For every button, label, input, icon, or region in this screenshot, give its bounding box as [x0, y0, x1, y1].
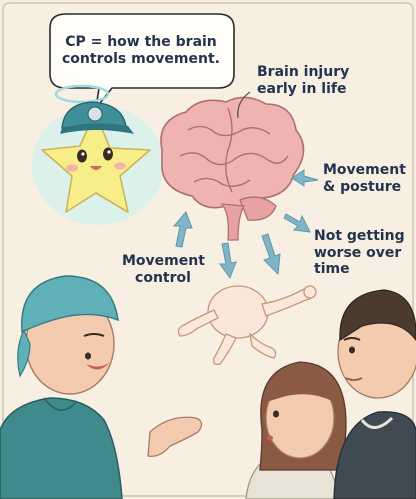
arrow-worse: [284, 214, 310, 232]
arrow-down-left: [220, 243, 236, 278]
label-movement-posture: Movement & posture: [323, 162, 409, 195]
star-mascot: [32, 86, 164, 225]
arrow-up: [174, 212, 192, 247]
man: [334, 290, 416, 499]
arrow-down-right: [262, 234, 280, 274]
speech-bubble-text: CP = how the brain controls movement.: [56, 34, 226, 67]
baby-figure: [178, 286, 316, 364]
doctor: [0, 276, 202, 499]
label-movement-control: Movement control: [122, 253, 204, 286]
label-brain-injury: Brain injury early in life: [257, 64, 357, 97]
woman: [246, 362, 346, 499]
label-not-worse: Not getting worse over time: [314, 228, 406, 278]
